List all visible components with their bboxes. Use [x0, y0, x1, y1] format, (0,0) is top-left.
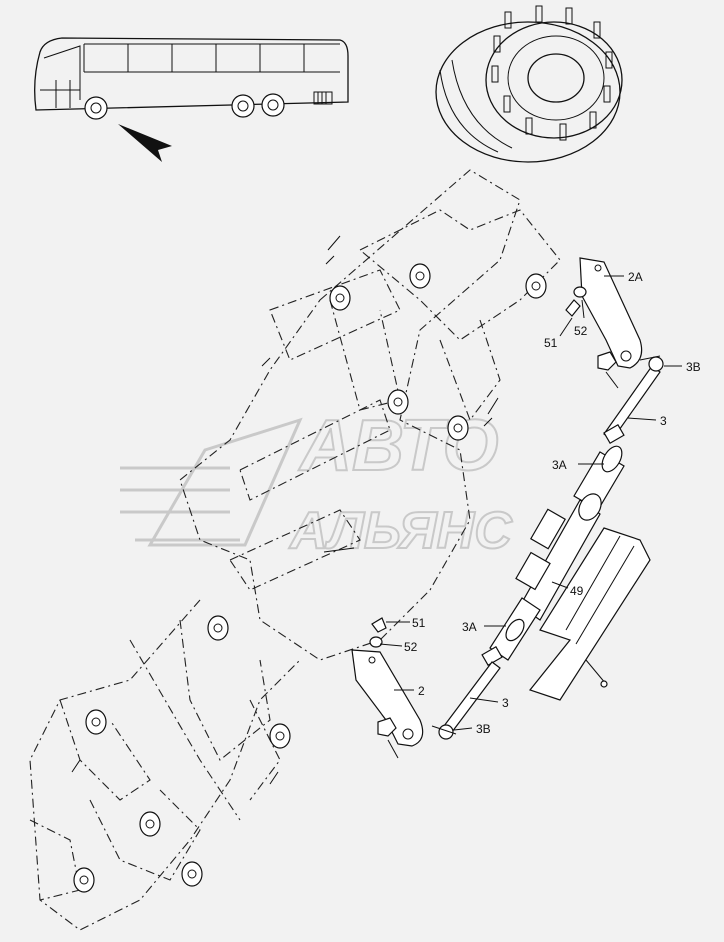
callout-3A-top: 3A	[552, 458, 567, 472]
subframe-assembly	[29, 169, 561, 931]
bracket-2A	[579, 257, 643, 369]
bolt-icon	[371, 617, 387, 633]
bracket-49	[528, 527, 651, 701]
bushing-icon	[85, 709, 107, 735]
callout-52-bottom: 52	[404, 640, 418, 654]
view-direction-arrow-icon	[118, 124, 172, 162]
callouts: 2A 52 51 3B 3 3A 49 51 52 3A 2 3 3B	[404, 270, 701, 736]
damper-cylinder	[515, 493, 651, 701]
callout-2: 2	[418, 684, 425, 698]
washer-icon	[369, 636, 383, 648]
callout-49: 49	[570, 584, 584, 598]
callout-52-top: 52	[574, 324, 588, 338]
washer-icon	[573, 286, 587, 298]
frame-bolts-icon	[71, 235, 499, 785]
clamp-icon	[481, 645, 503, 667]
callout-3-bottom: 3	[502, 696, 509, 710]
nut-icon	[597, 351, 617, 371]
callout-51-top: 51	[544, 336, 558, 350]
bushing-icon	[329, 285, 351, 311]
clamp-icon	[603, 423, 625, 445]
callout-2A: 2A	[628, 270, 643, 284]
watermark-line1: АВТО	[298, 406, 499, 486]
watermark: АВТО АЛЬЯНС	[120, 405, 514, 561]
mount-clamp-icon	[515, 508, 566, 591]
bracket-2	[351, 649, 424, 747]
bushing-icon	[387, 389, 409, 415]
cotter-pin-icon	[605, 371, 619, 389]
callout-51-bottom: 51	[412, 616, 426, 630]
bushing-icon	[269, 723, 291, 749]
nut-icon	[377, 717, 397, 737]
bushing-icon	[409, 263, 431, 289]
ball-joint-3B-bottom	[431, 724, 457, 740]
wheel-hub-icon	[435, 5, 623, 163]
bracket-49-bolt	[585, 659, 607, 685]
lateral-rod-upper	[565, 257, 664, 511]
frame-bushings	[71, 235, 547, 893]
bushing-icon	[73, 867, 95, 893]
lateral-rod-lower	[351, 597, 541, 759]
bolt-icon	[565, 299, 581, 317]
bushing-icon	[447, 415, 469, 441]
bushing-icon	[525, 273, 547, 299]
tie-rod-lower	[443, 661, 501, 733]
ball-joint-3B-top	[639, 355, 664, 372]
callout-3B-top: 3B	[686, 360, 701, 374]
callout-3B-bottom: 3B	[476, 722, 491, 736]
cotter-pin-icon	[387, 739, 399, 759]
bushing-icon	[207, 615, 229, 641]
watermark-logo-icon	[120, 417, 303, 547]
bushing-icon	[181, 861, 203, 887]
leader-lines	[379, 275, 682, 731]
bushing-icon	[139, 811, 161, 837]
watermark-line2: АЛЬЯНС	[288, 502, 513, 560]
callout-3-top: 3	[660, 414, 667, 428]
bus-locator-icon	[34, 37, 349, 162]
callout-3A-bottom: 3A	[462, 620, 477, 634]
